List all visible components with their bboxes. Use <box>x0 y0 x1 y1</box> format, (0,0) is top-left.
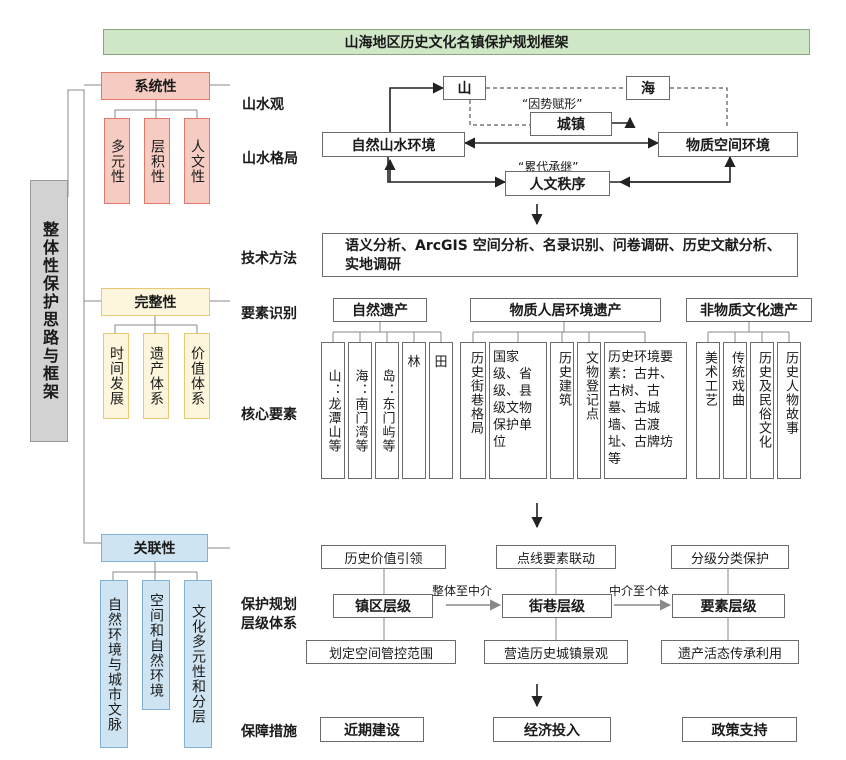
sub-item-box: 价值体系 <box>184 333 210 419</box>
node-spatial-environment: 物质空间环境 <box>658 132 798 157</box>
safeguard-label: 保障措施 <box>241 724 297 740</box>
group-label-integrity: 完整性 <box>101 288 210 316</box>
level-3-main: 要素层级 <box>672 594 785 618</box>
tech-method-label: 技术方法 <box>241 251 297 267</box>
level-3-top: 分级分类保护 <box>671 545 789 569</box>
group-label-systemic: 系统性 <box>101 72 210 100</box>
node-natural-environment: 自然山水环境 <box>322 132 465 157</box>
level-2-main: 街巷层级 <box>502 594 612 618</box>
node-sea: 海 <box>626 76 670 100</box>
core-element-item: 美术工艺 <box>696 342 720 479</box>
core-element-item: 国家级、省级、县级文物保护单位 <box>489 342 547 479</box>
core-element-item: 历史环境要素：古井、古树、古墓、古城墙、古渡址、古牌坊等 <box>604 342 687 479</box>
node-humanistic-order: 人文秩序 <box>505 171 610 196</box>
tech-method-text: 语义分析、ArcGIS 空间分析、名录识别、问卷调研、历史文献分析、实地调研 <box>322 233 798 277</box>
sub-item-box: 遗产体系 <box>143 333 169 419</box>
landscape-view-label: 山水观 <box>242 97 284 113</box>
core-element-label: 核心要素 <box>241 407 297 423</box>
level-3-bottom: 遗产活态传承利用 <box>661 640 799 664</box>
hierarchy-label: 保护规划层级体系 <box>241 597 297 632</box>
core-element-item: 林 <box>402 342 426 479</box>
core-element-item: 传统戏曲 <box>723 342 747 479</box>
category-natural-heritage: 自然遗产 <box>333 298 427 322</box>
core-element-item: 岛：东门屿等 <box>375 342 399 479</box>
level-1-bottom: 划定空间管控范围 <box>306 640 456 664</box>
sub-item-box: 层积性 <box>144 118 170 204</box>
element-identify-label: 要素识别 <box>241 306 297 322</box>
core-element-item: 海：南门湾等 <box>348 342 372 479</box>
safeguard-item: 政策支持 <box>682 717 797 742</box>
core-element-item: 历史街巷格局 <box>460 342 486 479</box>
node-mountain: 山 <box>443 76 486 100</box>
level-1-main: 镇区层级 <box>333 594 433 618</box>
category-built-heritage: 物质人居环境遗产 <box>470 298 661 322</box>
core-element-item: 历史及民俗文化 <box>750 342 774 479</box>
arrow-label-medium-to-individual: 中介至个体 <box>609 584 670 598</box>
main-concept-box: 整体性保护思路与框架 <box>30 180 68 442</box>
sub-item-box: 人文性 <box>184 118 210 204</box>
level-2-bottom: 营造历史城镇景观 <box>484 640 628 664</box>
core-element-item: 历史人物故事 <box>777 342 801 479</box>
safeguard-item: 经济投入 <box>493 717 611 742</box>
level-1-top: 历史价值引领 <box>321 545 446 569</box>
landscape-pattern-label: 山水格局 <box>242 151 298 167</box>
safeguard-item: 近期建设 <box>320 717 424 742</box>
node-town: 城镇 <box>530 112 612 136</box>
core-element-item: 历史建筑 <box>550 342 574 479</box>
core-element-item: 文物登记点 <box>577 342 601 479</box>
core-element-item: 山：龙潭山等 <box>321 342 345 479</box>
level-2-top: 点线要素联动 <box>496 545 616 569</box>
core-element-item: 田 <box>429 342 453 479</box>
sub-item-box: 自然环境与城市文脉 <box>100 580 128 748</box>
category-intangible-heritage: 非物质文化遗产 <box>686 298 812 322</box>
sub-item-box: 时间发展 <box>103 333 129 419</box>
quote-succession: “累代承继” <box>518 160 579 174</box>
quote-shape-by-terrain: “因势赋形” <box>522 97 583 111</box>
group-label-relevance: 关联性 <box>101 534 208 562</box>
diagram-title: 山海地区历史文化名镇保护规划框架 <box>103 29 810 55</box>
sub-item-box: 文化多元性和分层 <box>184 580 212 748</box>
sub-item-box: 空间和自然环境 <box>142 580 170 710</box>
sub-item-box: 多元性 <box>104 118 130 204</box>
arrow-label-whole-to-medium: 整体至中介 <box>432 584 493 598</box>
